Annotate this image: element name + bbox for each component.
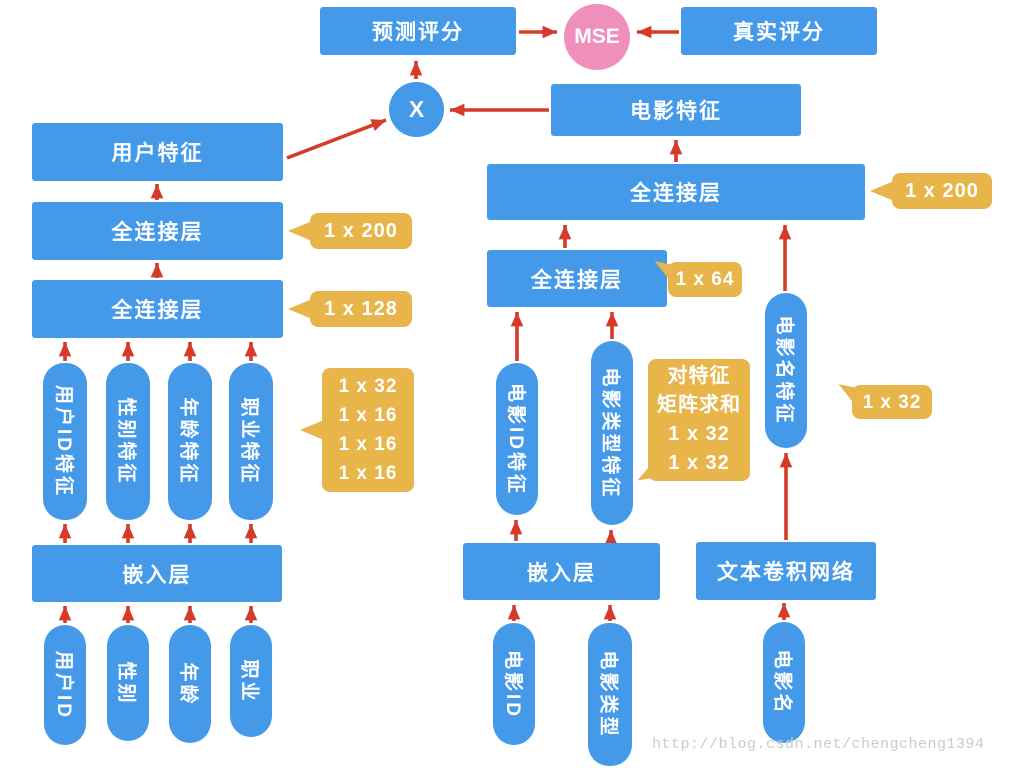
node-movie-fc1-label: 全连接层: [630, 182, 722, 205]
node-mse: MSE: [564, 4, 630, 70]
node-movie-genre-feature: 电影类型特征: [591, 341, 633, 525]
node-movie-embedding-label: 嵌入层: [527, 561, 596, 585]
node-movie-title: 电影名: [763, 622, 805, 743]
tag-movie-fc1-dim: 1 x 200: [870, 173, 992, 209]
tag-user-fc1-dim-label: 1 x 200: [324, 219, 398, 242]
tag-tail-icon: [870, 181, 894, 201]
node-movie-id-feature-label: 电影ID特征: [504, 382, 526, 496]
node-user-fc2-label: 全连接层: [111, 299, 204, 322]
tag-movie-fc1-dim-label: 1 x 200: [905, 179, 979, 202]
tag-tail-icon: [288, 221, 312, 241]
node-movie-fc1: 全连接层: [487, 164, 865, 220]
tag-movie-sum-note: 对特征 矩阵求和 1 x 32 1 x 32: [633, 359, 750, 488]
tag-movie-title-dim-label: 1 x 32: [862, 391, 922, 413]
node-multiply-label: X: [408, 96, 425, 122]
tag-movie-fc2-dim-label: 1 x 64: [675, 269, 735, 290]
tag-user-feature-dims-line: 1 x 32: [338, 376, 398, 397]
node-occupation-label: 职业: [238, 658, 260, 704]
node-movie-fc2: 全连接层: [487, 250, 667, 307]
node-age-label: 年龄: [177, 661, 199, 707]
tag-user-feature-dims-line: 1 x 16: [338, 405, 398, 426]
tag-tail-icon: [288, 299, 312, 319]
node-user-features-label: 用户特征: [111, 142, 204, 165]
node-user-fc2: 全连接层: [32, 280, 283, 338]
node-user-id: 用户ID: [44, 625, 86, 745]
watermark-url: http://blog.csdn.net/chengcheng1394: [652, 736, 985, 753]
node-movie-id-feature: 电影ID特征: [496, 363, 538, 515]
node-user-fc1-label: 全连接层: [111, 221, 204, 244]
node-age: 年龄: [169, 625, 211, 743]
node-user-embedding: 嵌入层: [32, 545, 282, 602]
node-movie-id: 电影ID: [493, 623, 535, 745]
tag-user-fc2-dim-label: 1 x 128: [324, 297, 398, 320]
tag-movie-sum-note-line: 1 x 32: [668, 423, 730, 445]
node-user-id-feature-label: 用户ID特征: [52, 384, 74, 499]
node-movie-genre-feature-label: 电影类型特征: [599, 366, 621, 500]
tag-tail-icon: [834, 377, 862, 403]
tag-user-fc1-dim: 1 x 200: [288, 213, 412, 249]
node-occupation: 职业: [230, 625, 272, 737]
node-age-feature-label: 年龄特征: [177, 397, 199, 486]
node-mse-label: MSE: [574, 25, 620, 48]
node-predicted-rating: 预测评分: [320, 7, 516, 55]
node-user-id-feature: 用户ID特征: [43, 363, 87, 520]
node-predicted-rating-label: 预测评分: [372, 21, 464, 44]
tag-movie-sum-note-line: 1 x 32: [668, 452, 730, 474]
tag-user-feature-dims: 1 x 32 1 x 16 1 x 16 1 x 16: [300, 368, 414, 492]
node-movie-title-label: 电影名: [771, 649, 793, 716]
node-movie-fc2-label: 全连接层: [531, 268, 623, 292]
tag-user-fc2-dim: 1 x 128: [288, 291, 412, 327]
node-movie-title-feature: 电影名特征: [765, 293, 807, 448]
node-gender-feature-label: 性别特征: [115, 397, 137, 486]
node-movie-features-label: 电影特征: [630, 100, 722, 123]
tag-user-feature-dims-line: 1 x 16: [338, 434, 398, 455]
node-movie-title-feature-label: 电影名特征: [773, 315, 795, 426]
node-movie-features: 电影特征: [551, 84, 801, 136]
tag-movie-sum-note-line: 矩阵求和: [657, 394, 741, 416]
node-user-embedding-label: 嵌入层: [122, 563, 192, 587]
node-movie-genre: 电影类型: [588, 623, 632, 766]
node-user-fc1: 全连接层: [32, 202, 283, 260]
node-gender: 性别: [107, 625, 149, 741]
node-age-feature: 年龄特征: [168, 363, 212, 520]
node-true-rating: 真实评分: [681, 7, 877, 55]
tag-movie-fc2-dim: 1 x 64: [650, 254, 742, 297]
tag-user-feature-dims-line: 1 x 16: [338, 463, 398, 484]
node-occupation-feature-label: 职业特征: [238, 397, 260, 486]
tag-movie-title-dim: 1 x 32: [834, 377, 932, 419]
node-user-id-label: 用户ID: [52, 650, 74, 720]
node-multiply: X: [389, 82, 444, 137]
node-movie-genre-label: 电影类型: [597, 650, 619, 739]
node-gender-label: 性别: [115, 660, 137, 706]
node-gender-feature: 性别特征: [106, 363, 150, 520]
node-movie-id-label: 电影ID: [501, 649, 523, 719]
node-text-cnn: 文本卷积网络: [696, 542, 876, 600]
node-movie-embedding: 嵌入层: [463, 543, 660, 600]
node-user-features: 用户特征: [32, 123, 283, 181]
tag-tail-icon: [633, 462, 661, 488]
node-text-cnn-label: 文本卷积网络: [717, 561, 855, 584]
node-occupation-feature: 职业特征: [229, 363, 273, 520]
tag-tail-icon: [300, 420, 324, 440]
tag-movie-sum-note-line: 对特征: [667, 365, 731, 387]
node-true-rating-label: 真实评分: [733, 21, 825, 44]
